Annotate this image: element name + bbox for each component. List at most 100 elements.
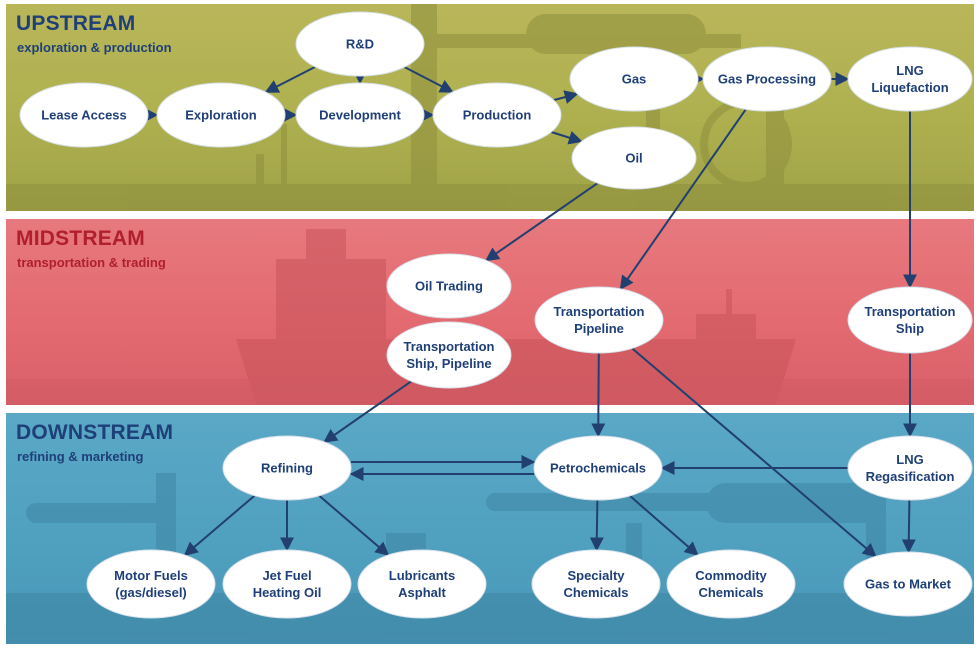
node-lease-access: Lease Access [19, 82, 149, 148]
arrow-refining-to-lubricants [318, 494, 390, 557]
node-label: Asphalt [398, 585, 446, 600]
node-label: Transportation [864, 304, 955, 319]
node-label: Chemicals [563, 585, 628, 600]
arrow-r-and-d-to-exploration [264, 66, 316, 93]
node-label: Gas to Market [865, 577, 952, 592]
node-shape [222, 549, 352, 619]
node-shape [534, 286, 664, 354]
node-label: Regasification [866, 469, 955, 484]
node-shape [86, 549, 216, 619]
flow-arrows [144, 66, 917, 558]
node-shape [222, 435, 352, 501]
node-label: Ship, Pipeline [406, 356, 491, 371]
midstream-subtitle: transportation & trading [17, 255, 166, 270]
node-lng-liquefaction: LNG Liquefaction [847, 46, 973, 112]
node-gas-processing: Gas Processing [702, 46, 832, 112]
node-label: Exploration [185, 108, 257, 123]
node-shape [571, 126, 697, 190]
arrow-production-to-oil [550, 131, 583, 145]
node-motor-fuels: Motor Fuels (gas/diesel) [86, 549, 216, 619]
node-label: Chemicals [698, 585, 763, 600]
arrow-transportation-pipeline-to-gas-to-market [631, 347, 877, 558]
node-shape [295, 11, 425, 77]
node-shape [295, 82, 425, 148]
node-label: Gas [622, 72, 647, 87]
node-label: Gas Processing [718, 72, 816, 87]
node-shape [531, 549, 661, 619]
node-shape [847, 435, 973, 501]
node-label: Refining [261, 461, 313, 476]
node-label: Pipeline [574, 321, 624, 336]
arrow-lng-regasification-to-gas-to-market [901, 499, 916, 554]
node-label: Lubricants [389, 568, 455, 583]
node-label: Oil [625, 151, 642, 166]
arrow-production-to-gas [553, 90, 579, 104]
upstream-subtitle: exploration & production [17, 40, 172, 55]
node-shape [843, 551, 973, 617]
arrow-refining-to-motor-fuels [183, 494, 256, 557]
downstream-title: DOWNSTREAM [16, 421, 174, 444]
node-label: Jet Fuel [262, 568, 311, 583]
node-petrochemicals: Petrochemicals [533, 435, 663, 501]
arrow-transportation-ship-pipeline-to-refining [323, 380, 412, 443]
node-refining: Refining [222, 435, 352, 501]
node-gas-to-market: Gas to Market [843, 551, 973, 617]
node-shape [666, 549, 796, 619]
arrow-r-and-d-to-production [403, 66, 454, 93]
node-label: Production [463, 108, 532, 123]
node-label: Transportation [403, 339, 494, 354]
node-shape [386, 253, 512, 319]
node-oil-trading: Oil Trading [386, 253, 512, 319]
node-shape [19, 82, 149, 148]
node-label: Commodity [695, 568, 767, 583]
arrow-oil-to-oil-trading [484, 182, 599, 262]
node-shape [533, 435, 663, 501]
node-shape [847, 46, 973, 112]
node-oil: Oil [571, 126, 697, 190]
arrow-petrochemicals-to-commodity-chemicals [629, 495, 699, 556]
node-shape [156, 82, 286, 148]
node-label: R&D [346, 37, 374, 52]
node-label: Transportation [553, 304, 644, 319]
node-gas: Gas [569, 46, 699, 112]
node-label: Motor Fuels [114, 568, 188, 583]
node-shape [569, 46, 699, 112]
node-development: Development [295, 82, 425, 148]
flow-nodes: Lease Access Exploration R&D Development Pro… [19, 11, 973, 619]
node-shape [386, 321, 512, 389]
downstream-subtitle: refining & marketing [17, 449, 144, 464]
node-label: Oil Trading [415, 279, 483, 294]
node-shape [847, 286, 973, 354]
arrow-transportation-pipeline-to-petrochemicals [591, 352, 606, 438]
node-label: (gas/diesel) [115, 585, 187, 600]
arrow-petrochemicals-to-specialty-chemicals [589, 499, 604, 552]
node-shape [702, 46, 832, 112]
upstream-title: UPSTREAM [16, 12, 136, 35]
node-label: Development [319, 108, 401, 123]
node-shape [432, 82, 562, 148]
node-label: LNG [896, 452, 923, 467]
midstream-title: MIDSTREAM [16, 227, 145, 250]
arrow-gas-processing-to-transportation-pipeline [619, 108, 747, 291]
node-label: Liquefaction [871, 80, 948, 95]
node-label: Lease Access [41, 108, 127, 123]
node-exploration: Exploration [156, 82, 286, 148]
node-label: LNG [896, 63, 923, 78]
node-label: Ship [896, 321, 924, 336]
node-label: Heating Oil [253, 585, 322, 600]
node-label: Specialty [567, 568, 625, 583]
node-shape [357, 549, 487, 619]
node-production: Production [432, 82, 562, 148]
tanker-ship-silhouette [6, 229, 974, 405]
node-r-and-d: R&D [295, 11, 425, 77]
node-lng-regasification: LNG Regasification [847, 435, 973, 501]
node-label: Petrochemicals [550, 461, 646, 476]
